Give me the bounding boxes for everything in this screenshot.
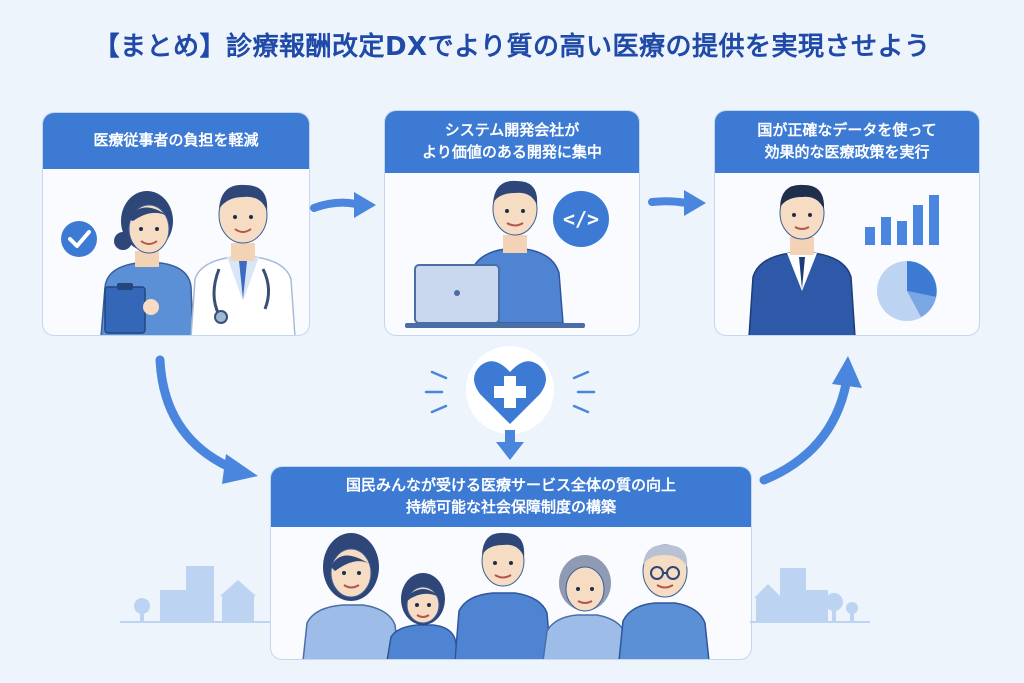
- card-system-vendor-line-1: システム開発会社が: [444, 121, 580, 140]
- card-system-vendor-header: システム開発会社が より価値のある開発に集中: [385, 111, 639, 173]
- sparkle-lines: [424, 370, 596, 414]
- card-public: 国民みんなが受ける医療サービス全体の質の向上 持続可能な社会保障制度の構築: [270, 466, 752, 660]
- card-public-line-1: 国民みんなが受ける医療サービス全体の質の向上: [345, 476, 676, 495]
- card-government: 国が正確なデータを使って 効果的な医療政策を実行: [714, 110, 980, 336]
- card-medical-staff-label: 医療従事者の負担を軽減: [93, 131, 259, 150]
- nurse-illustration: [100, 191, 194, 335]
- official-illustration: [748, 184, 856, 335]
- card-government-line-1: 国が正確なデータを使って: [757, 121, 937, 140]
- pie-chart-icon: [877, 261, 937, 321]
- heart-plus-icon: [466, 346, 554, 434]
- page-title: 【まとめ】診療報酬改定DXでより質の高い医療の提供を実現させよう: [93, 32, 931, 62]
- card-public-line-2: 持続可能な社会保障制度の構築: [405, 498, 616, 516]
- doctor-illustration: [190, 184, 296, 335]
- card-medical-staff-header: 医療従事者の負担を軽減: [43, 113, 309, 169]
- child-illustration: [386, 573, 460, 659]
- card-system-vendor: システム開発会社が より価値のある開発に集中: [384, 110, 640, 336]
- code-icon: </>: [553, 191, 609, 247]
- buildings-left: [120, 566, 270, 623]
- card-medical-staff-illustration: [43, 169, 309, 335]
- man-illustration: [454, 532, 552, 659]
- arrow-vendor-to-government: [648, 190, 706, 216]
- arrow-heart-to-public: [496, 430, 524, 460]
- card-medical-staff: 医療従事者の負担を軽減: [42, 112, 310, 336]
- card-system-vendor-line-2: より価値のある開発に集中: [422, 143, 602, 161]
- buildings-right: [750, 568, 870, 623]
- card-government-illustration: [715, 173, 979, 335]
- card-public-illustration: [271, 527, 751, 659]
- arrow-staff-to-public: [155, 355, 258, 484]
- grandfather-illustration: [618, 544, 710, 659]
- card-government-line-2: 効果的な医療政策を実行: [764, 143, 930, 161]
- card-system-vendor-illustration: </>: [385, 173, 639, 335]
- woman-illustration: [302, 533, 400, 659]
- arrow-public-to-government: [759, 356, 862, 485]
- card-government-header: 国が正確なデータを使って 効果的な医療政策を実行: [715, 111, 979, 173]
- code-symbol: </>: [563, 207, 599, 231]
- bar-chart-icon: [865, 195, 939, 245]
- check-icon: [61, 221, 97, 257]
- arrow-staff-to-vendor: [310, 192, 376, 218]
- laptop-icon: [405, 264, 585, 328]
- card-public-header: 国民みんなが受ける医療サービス全体の質の向上 持続可能な社会保障制度の構築: [271, 467, 751, 527]
- grandmother-illustration: [542, 555, 630, 659]
